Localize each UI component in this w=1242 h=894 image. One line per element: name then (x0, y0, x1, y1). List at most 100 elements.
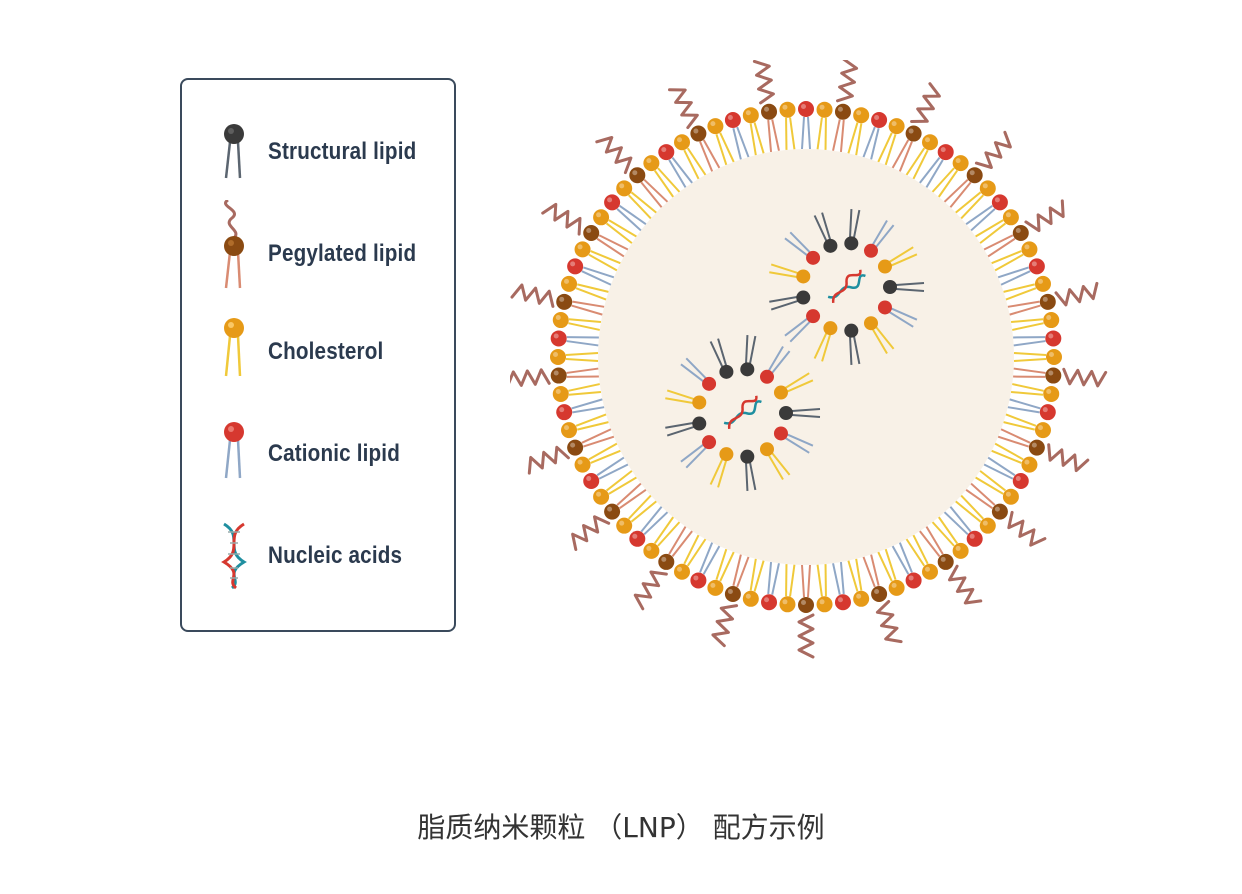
cholesterol-tail (937, 516, 959, 544)
head-highlight (1024, 244, 1030, 250)
cholesterol-tail (657, 167, 681, 193)
cholesterol-tail (717, 460, 728, 488)
cholesterol-head (674, 563, 690, 580)
cholesterol-tail (1005, 413, 1037, 427)
head-highlight (586, 228, 592, 233)
legend-label-nucleic-acids: Nucleic acids (268, 542, 403, 569)
head-highlight (745, 593, 751, 599)
peg-strand (1047, 443, 1090, 473)
pegylated-tail (801, 564, 805, 598)
cationic-tail (566, 340, 599, 347)
cationic-tail (786, 433, 814, 447)
peg-strand (974, 130, 1012, 169)
structural-tail (849, 336, 853, 365)
structural-head (740, 362, 755, 377)
structural-head (779, 406, 793, 420)
pegylated-head (1039, 293, 1056, 310)
cholesterol-tail (1012, 322, 1044, 331)
cholesterol-head (707, 118, 724, 135)
peg-strand (875, 600, 903, 644)
head-highlight (570, 261, 576, 267)
legend-item-nucleic-acids: Nucleic acids (182, 508, 454, 598)
cationic-tail (871, 220, 888, 246)
peg-strand (571, 515, 611, 551)
peg-strand (1007, 510, 1047, 547)
cationic-tail (685, 357, 707, 380)
cholesterol-tail (1005, 287, 1037, 301)
cationic-tail (771, 563, 780, 595)
cationic-tail (1013, 340, 1046, 347)
head-highlight (969, 533, 975, 539)
cationic-head (724, 112, 741, 129)
structural-tail (666, 425, 695, 437)
cationic-tail (789, 231, 811, 254)
pegylated-tail (619, 488, 647, 510)
structural-head (844, 236, 859, 251)
head-highlight (661, 147, 667, 153)
cholesterol-head (561, 422, 578, 439)
structural-head (844, 323, 859, 338)
cholesterol-tail (608, 219, 637, 238)
cholesterol-tail (890, 253, 918, 267)
cholesterol-tail (960, 494, 985, 520)
cholesterol-head (1043, 312, 1060, 329)
cholesterol-tail (683, 534, 700, 565)
head-highlight (764, 597, 770, 603)
structural-tail (813, 215, 828, 242)
pegylated-tail (1000, 428, 1031, 444)
cholesterol-tail (605, 470, 633, 492)
cholesterol-head (643, 542, 660, 559)
cationic-tail (771, 350, 791, 374)
head-highlight (782, 599, 788, 605)
head-highlight (555, 388, 561, 394)
cholesterol-tail (627, 194, 652, 220)
head-highlight (891, 121, 897, 127)
head-highlight (1048, 333, 1054, 339)
cationic-head (690, 572, 707, 589)
cholesterol-tail (975, 476, 1004, 495)
cholesterol-tail (657, 521, 681, 547)
cholesterol-tail (821, 334, 832, 362)
cationic-tail (832, 563, 841, 595)
pegylated-head (1012, 225, 1029, 241)
legend-label-pegylated-lipid: Pegylated lipid (268, 240, 417, 267)
cationic-tail (965, 204, 993, 226)
cholesterol-tail (789, 564, 796, 597)
structural-head (883, 280, 897, 294)
peg-strand (633, 570, 668, 611)
cholesterol-tail (912, 149, 929, 180)
head-highlight (925, 566, 930, 572)
cationic-tail (596, 456, 625, 477)
structural-tail (749, 335, 757, 364)
cationic-head (991, 194, 1008, 211)
cationic-tail (839, 561, 845, 595)
cholesterol-tail (975, 219, 1004, 238)
pegylated-tail (997, 435, 1029, 448)
cholesterol-head (643, 155, 660, 172)
head-highlight (955, 545, 961, 551)
pegylated-tail (891, 139, 910, 169)
cationic-head (806, 309, 821, 324)
cationic-tail (583, 266, 615, 279)
head-highlight (819, 599, 825, 605)
cationic-head (806, 250, 821, 265)
head-highlight (1046, 315, 1052, 321)
cholesterol-tail (719, 551, 735, 582)
cholesterol-tail (653, 170, 675, 198)
head-highlight (982, 520, 988, 526)
peg-strand (910, 82, 941, 123)
pegylated-tail (640, 181, 663, 208)
pegylated-tail (1009, 304, 1041, 316)
micelle-upper (769, 209, 925, 365)
structural-head (796, 290, 811, 305)
pegylated-head (834, 103, 851, 120)
cationic-tail (732, 128, 742, 160)
pegylated-head (761, 103, 778, 120)
head-highlight (619, 183, 625, 189)
pegylated-tail (949, 181, 972, 208)
pegylated-tail (571, 304, 603, 316)
pegylated-tail (671, 530, 693, 558)
cationic-tail (987, 456, 1016, 477)
cationic-tail (616, 208, 642, 232)
cationic-head (567, 258, 584, 275)
